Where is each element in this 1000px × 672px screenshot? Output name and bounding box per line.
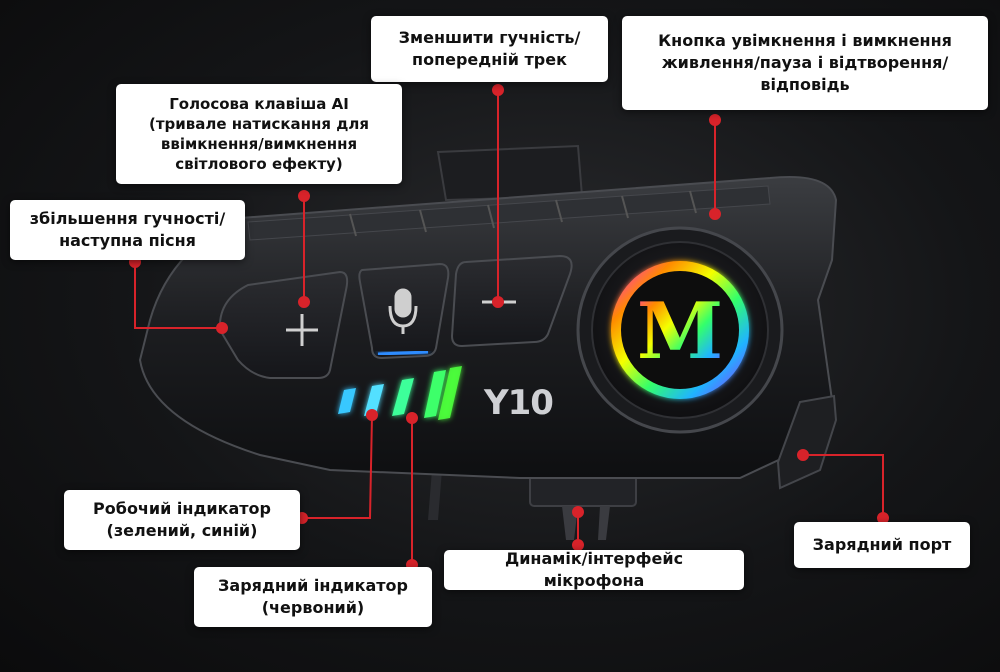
side-port-cover [776,394,838,490]
callout-power-button: Кнопка увімкнення і вимкнення живлення/п… [622,16,988,110]
led-indicators [338,366,462,420]
callout-work-indicator: Робочий індикатор (зелений, синій) [64,490,300,550]
rgb-ring [611,261,749,399]
callout-charge-indicator: Зарядний індикатор (червоний) [194,567,432,627]
power-button[interactable]: M [576,226,784,434]
microphone-icon [388,288,418,334]
plus-icon [286,314,318,346]
volume-up-button[interactable] [218,270,349,379]
callout-charging-port: Зарядний порт [794,522,970,568]
callout-speaker-mic: Динамік/інтерфейс мікрофона [444,549,744,590]
callout-ai-key: Голосова клавіша AI (тривале натискання … [116,84,402,184]
ai-voice-button[interactable] [358,262,450,360]
logo-letter: M [637,286,723,377]
model-label: Y10 [483,383,553,423]
callout-volume-down: Зменшити гучність/ попередній трек [371,16,608,82]
top-mount-clip [436,144,584,202]
callout-volume-up: збільшення гучності/ наступна пісня [10,200,245,260]
